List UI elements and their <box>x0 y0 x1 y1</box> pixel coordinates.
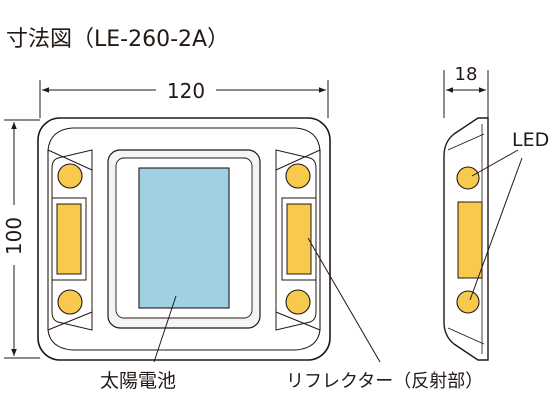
solar-cell <box>138 167 230 309</box>
front-view: 120 100 <box>2 76 381 363</box>
side-reflector <box>457 201 483 279</box>
right-side-panel <box>275 149 317 331</box>
bevel-corner-tr <box>275 149 321 171</box>
side-led-top <box>456 166 480 190</box>
reflector-label: リフレクター（反射部） <box>286 371 483 392</box>
width-label-bg <box>156 76 216 102</box>
side-led-bottom <box>456 290 480 314</box>
led-leader-top <box>471 149 519 177</box>
reflector-leader <box>307 237 381 363</box>
height-label-bg <box>2 205 26 265</box>
bevel-corner-br <box>275 311 321 331</box>
led-label: LED <box>512 129 549 151</box>
width-dimension-label: 120 <box>167 79 205 103</box>
solar-cell-leader <box>153 295 177 363</box>
reflector-right <box>286 203 312 275</box>
bevel-corner-tl <box>47 149 93 171</box>
led-right-bottom <box>285 289 311 315</box>
led-left-top <box>57 163 83 189</box>
side-bevel-top <box>447 133 485 151</box>
height-dimension-label: 100 <box>2 217 26 255</box>
side-bevel-bottom <box>447 327 485 345</box>
led-leader-bottom <box>469 157 523 301</box>
drawing-title: 寸法図（LE-260-2A） <box>6 27 229 52</box>
bevel-corner-bl <box>47 311 93 331</box>
depth-dimension-label: 18 <box>455 64 478 85</box>
marker-bevel <box>47 127 321 351</box>
led-left-bottom <box>57 289 83 315</box>
reflector-left <box>56 203 82 275</box>
left-side-panel <box>51 149 93 331</box>
solar-cell-label: 太陽電池 <box>100 370 176 392</box>
side-view: 18 LED <box>443 64 549 361</box>
led-right-top <box>285 163 311 189</box>
